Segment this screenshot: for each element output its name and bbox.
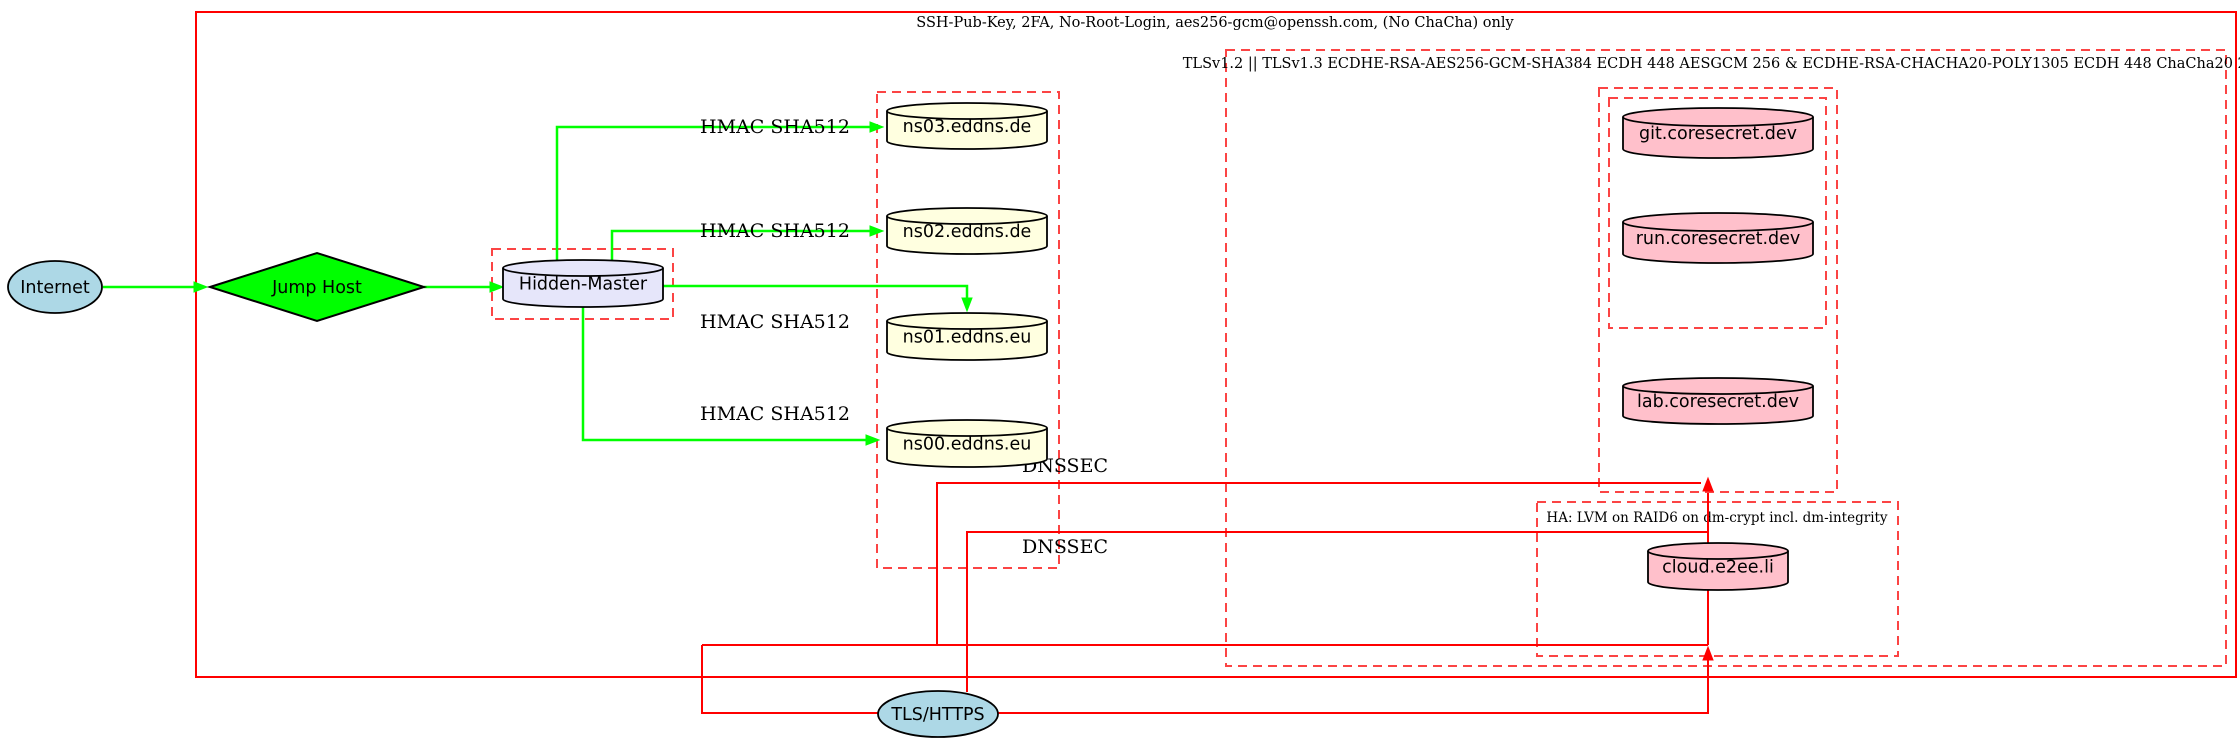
node-tls-https	[877, 690, 999, 738]
node-ns02-rim	[886, 215, 1048, 225]
edge-dnssec-tls-segment-1	[966, 531, 1708, 692]
node-run-rim	[1622, 221, 1814, 232]
node-ns01-rim	[886, 320, 1048, 330]
cluster-tls-zone	[1225, 49, 2227, 667]
node-lab-rim	[1622, 385, 1814, 395]
edge-label: HMAC SHA512	[700, 403, 850, 425]
node-hidden-master-rim	[502, 267, 664, 277]
node-run	[1622, 212, 1814, 264]
node-ns03-rim	[886, 110, 1048, 120]
cluster-coresecret-inner-box	[1608, 97, 1827, 329]
node-label-ns02: ns02.eddns.de	[903, 222, 1032, 242]
edge-secure-segment-5	[581, 307, 866, 442]
edge-secure-segment-4	[663, 284, 969, 299]
arrowhead-icon	[1702, 645, 1714, 661]
node-git-rim	[1622, 116, 1814, 127]
node-label-ns00: ns00.eddns.eu	[903, 435, 1032, 455]
cluster-ssh-perimeter	[195, 11, 2237, 678]
node-internet	[7, 260, 103, 314]
node-ns01	[886, 312, 1048, 361]
cluster-label-ha-box: HA: LVM on RAID6 on dm-crypt incl. dm-in…	[1546, 510, 1888, 526]
arrowhead-icon	[489, 281, 505, 293]
node-ns03	[886, 102, 1048, 150]
arrowhead-icon	[1702, 476, 1714, 492]
cluster-label-ssh-perimeter: SSH-Pub-Key, 2FA, No-Root-Login, aes256-…	[916, 15, 1514, 31]
cluster-coresecret-box	[1598, 87, 1838, 493]
node-lab	[1622, 377, 1814, 425]
node-ns02	[886, 207, 1048, 255]
cluster-label-tls-zone: TLSv1.2 || TLSv1.3 ECDHE-RSA-AES256-GCM-…	[1183, 56, 2240, 72]
edge-label: DNSSEC	[1022, 536, 1108, 558]
node-label-lab: lab.coresecret.dev	[1637, 392, 1799, 412]
node-hidden-master	[502, 259, 664, 308]
node-label-internet: Internet	[20, 278, 90, 298]
edge-label: HMAC SHA512	[700, 311, 850, 333]
edge-secure-segment-3	[610, 229, 870, 260]
node-label-git: git.coresecret.dev	[1639, 124, 1797, 144]
node-label-cloud: cloud.e2ee.li	[1662, 558, 1774, 578]
node-label-ns03: ns03.eddns.de	[903, 117, 1032, 137]
node-cloud-rim	[1647, 550, 1789, 560]
edge-label: HMAC SHA512	[700, 220, 850, 242]
edge-dnssec-tls-segment-5	[998, 660, 1709, 714]
edge-dnssec-tls-segment-0	[936, 482, 1701, 645]
cluster-ha-box	[1536, 501, 1899, 657]
arrowhead-icon	[869, 225, 885, 237]
node-label-jump-host: Jump Host	[271, 278, 362, 298]
node-label-tls-https: TLS/HTTPS	[890, 705, 984, 725]
arrowhead-icon	[865, 434, 881, 446]
arrowhead-icon	[961, 297, 973, 313]
edge-dnssec-tls-segment-4	[701, 645, 878, 714]
node-label-ns01: ns01.eddns.eu	[903, 328, 1032, 348]
node-git	[1622, 107, 1814, 159]
edge-secure-segment-2	[555, 125, 870, 260]
node-label-run: run.coresecret.dev	[1636, 229, 1801, 249]
arrowhead-icon	[193, 281, 209, 293]
node-label-hidden-master: Hidden-Master	[519, 275, 648, 295]
cluster-nameserver-box	[876, 91, 1060, 569]
node-jump-host	[206, 251, 428, 323]
node-ns00	[886, 419, 1048, 468]
node-cloud	[1647, 542, 1789, 591]
node-ns00-rim	[886, 427, 1048, 437]
arrowhead-icon	[869, 121, 885, 133]
edge-label: HMAC SHA512	[700, 116, 850, 138]
